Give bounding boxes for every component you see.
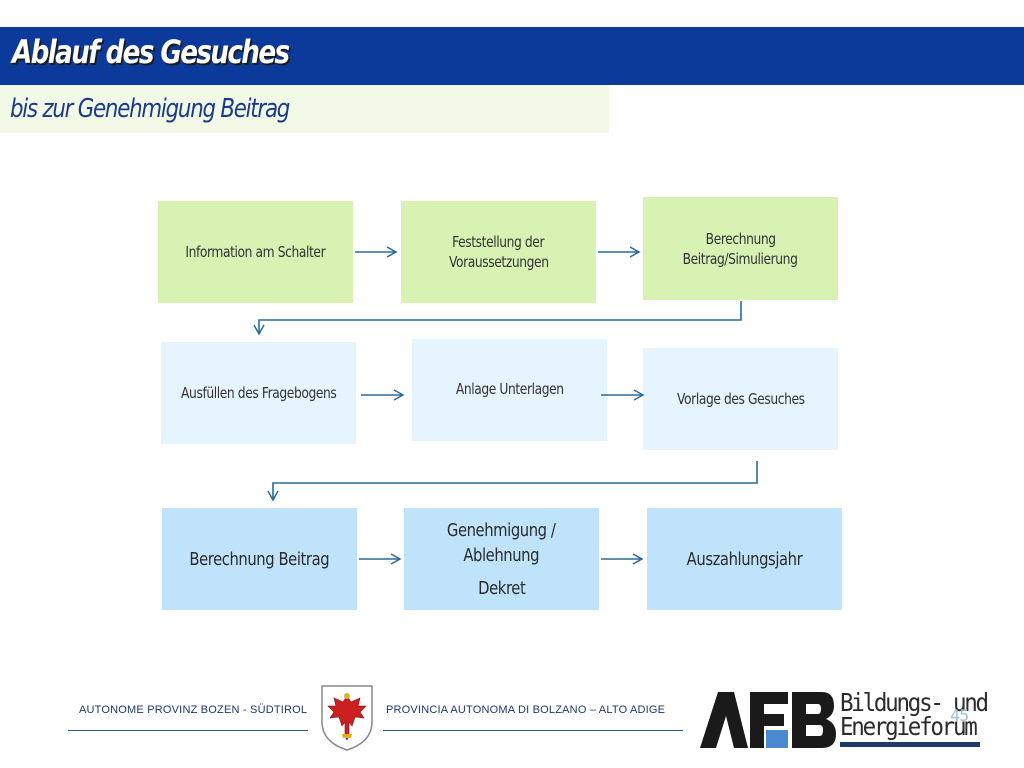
- step-label: Anlage Unterlagen: [455, 380, 564, 398]
- step-label: Berechnung Beitrag: [189, 548, 330, 570]
- footer-divider-left: [68, 730, 308, 731]
- step-label: Genehmigung /: [447, 519, 556, 541]
- step-ausfuellen-fragebogen: Ausfüllen des Fragebogens: [161, 342, 356, 444]
- step-label: Ausfüllen des Fragebogens: [180, 384, 337, 402]
- footer-province-german: AUTONOME PROVINZ BOZEN - SÜDTIROL: [79, 704, 308, 716]
- step-berechnung-beitrag: Berechnung Beitrag: [162, 508, 357, 610]
- step-anlage-unterlagen: Anlage Unterlagen: [412, 339, 607, 441]
- step-label: Ablehnung: [463, 544, 540, 566]
- step-label: Dekret: [477, 577, 526, 599]
- logo-text-line2: Energieforum: [840, 712, 978, 741]
- step-label: Voraussetzungen: [448, 253, 549, 271]
- afb-logo-icon: [700, 692, 836, 748]
- arrow-connector: [253, 301, 742, 336]
- step-label: Berechnung: [705, 229, 776, 248]
- step-label: Vorlage des Gesuches: [676, 390, 805, 408]
- step-auszahlungsjahr: Auszahlungsjahr: [647, 508, 842, 610]
- step-feststellung-voraussetzungen: Feststellung der Voraussetzungen: [401, 201, 596, 303]
- step-vorlage-gesuch: Vorlage des Gesuches: [643, 348, 838, 450]
- slide-subtitle: bis zur Genehmigung Beitrag: [10, 94, 290, 124]
- logo-text-line1: Bildungs- und: [840, 688, 989, 717]
- page-number: 45: [950, 706, 969, 725]
- step-information-am-schalter: Information am Schalter: [158, 201, 353, 303]
- step-label: Feststellung der: [452, 233, 545, 251]
- arrow-connector: [267, 461, 758, 502]
- logo-underline: [840, 742, 980, 747]
- title-bar: Ablauf des Gesuches: [0, 27, 1024, 85]
- footer-province-italian: PROVINCIA AUTONOMA DI BOLZANO – ALTO ADI…: [386, 704, 666, 716]
- step-label: Auszahlungsjahr: [686, 548, 803, 570]
- subtitle-bar: bis zur Genehmigung Beitrag: [0, 85, 609, 133]
- step-label: Information am Schalter: [185, 243, 326, 261]
- eagle-coat-of-arms-icon: [321, 685, 373, 751]
- step-label: Beitrag/Simulierung: [683, 249, 798, 268]
- step-genehmigung-ablehnung-dekret: Genehmigung / Ablehnung Dekret: [404, 508, 599, 610]
- footer-divider-right: [383, 730, 683, 731]
- slide-title: Ablauf des Gesuches: [12, 33, 290, 71]
- step-berechnung-beitrag-simulierung: Berechnung Beitrag/Simulierung: [643, 197, 838, 300]
